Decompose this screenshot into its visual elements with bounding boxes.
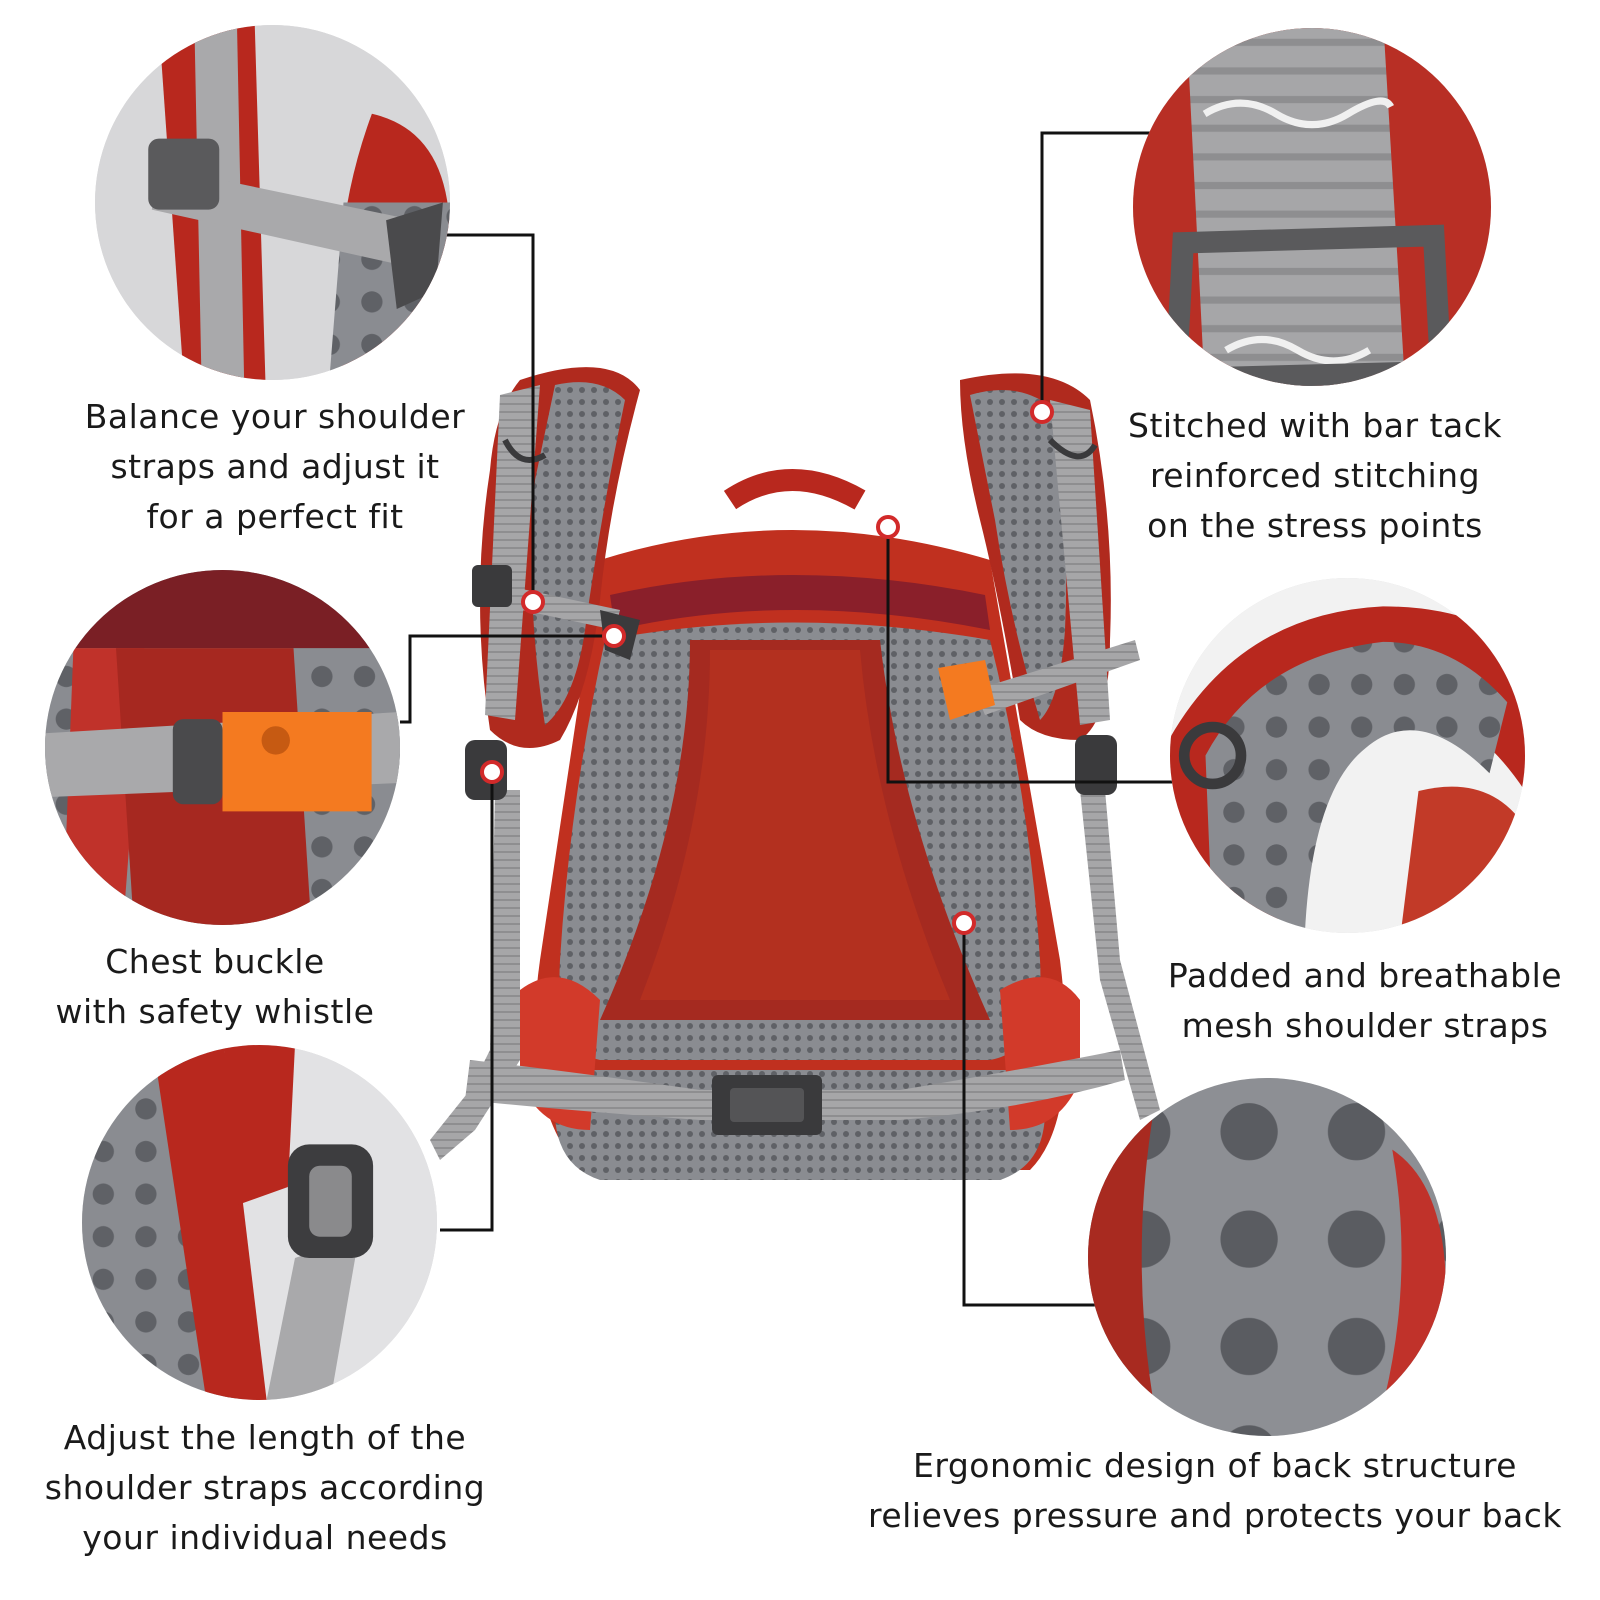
strap-ladder-lock-icon: [82, 1045, 437, 1400]
marker-balance: [521, 590, 545, 614]
caption-balance: Balance your shoulder straps and adjust …: [84, 397, 466, 536]
stitch-detail-circle: [1133, 28, 1491, 386]
marker-padded: [876, 515, 900, 539]
balance-detail-circle: [95, 25, 450, 380]
ergo-detail-circle: [1088, 1078, 1446, 1436]
padded-strap-icon: [1170, 578, 1525, 933]
callout-markers: [480, 400, 1054, 935]
caption-padded: Padded and breathable mesh shoulder stra…: [1167, 956, 1563, 1045]
length-detail-circle: [82, 1045, 437, 1400]
caption-stitch: Stitched with bar tack reinforced stitch…: [1128, 406, 1502, 545]
caption-ergo: Ergonomic design of back structure relie…: [867, 1446, 1562, 1535]
chest-detail-circle: [45, 570, 400, 925]
callout-lines: [400, 131, 1185, 1307]
whistle-buckle-icon: [45, 570, 400, 925]
bar-tack-icon: [1133, 28, 1491, 386]
padded-detail-circle: [1170, 578, 1525, 933]
marker-length: [480, 760, 504, 784]
caption-chest: Chest buckle with safety whistle: [55, 942, 375, 1031]
marker-chest: [602, 624, 626, 648]
marker-stitch: [1030, 400, 1054, 424]
marker-ergo: [952, 911, 976, 935]
backpack: [430, 367, 1160, 1180]
sternum-slider-icon: [95, 25, 450, 380]
caption-length: Adjust the length of the shoulder straps…: [44, 1418, 486, 1557]
mesh-back-panel-icon: [1088, 1078, 1446, 1436]
